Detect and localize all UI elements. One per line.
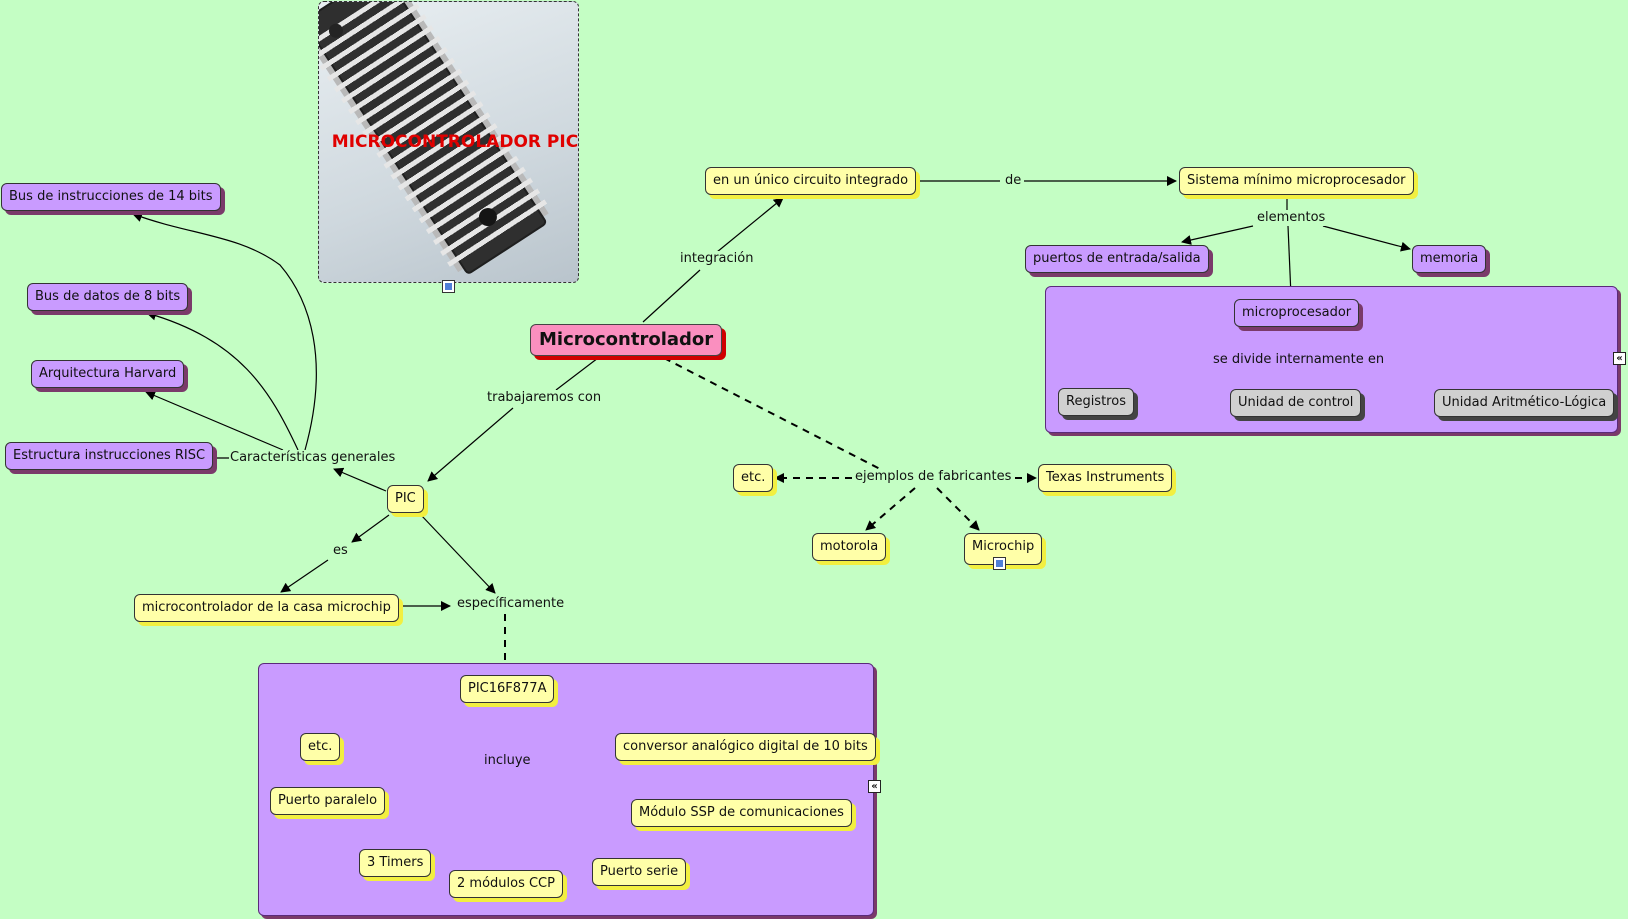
edge-caract-bus14	[132, 212, 317, 451]
edge-main-trabajaremos	[555, 357, 599, 391]
concept-timers[interactable]: 3 Timers	[359, 849, 432, 877]
concept-ssp[interactable]: Módulo SSP de comunicaciones	[631, 799, 852, 827]
concept-pic[interactable]: PIC	[387, 485, 424, 513]
link-trabajaremos: trabajaremos con	[486, 390, 603, 406]
photo-title: MICROCONTROLADOR PIC	[331, 132, 579, 152]
edge-pic-caracteristicas	[333, 467, 387, 492]
concept-puerto-serie[interactable]: Puerto serie	[592, 858, 687, 886]
edge-pic-especificamente	[420, 514, 496, 594]
concept-arquitectura-harvard[interactable]: Arquitectura Harvard	[31, 360, 185, 388]
link-incluye: incluye	[483, 753, 532, 769]
concept-memoria[interactable]: memoria	[1412, 245, 1487, 273]
concept-bus-datos[interactable]: Bus de datos de 8 bits	[27, 283, 189, 311]
edge-main-integracion	[642, 269, 701, 323]
concept-risc[interactable]: Estructura instrucciones RISC	[5, 442, 214, 470]
concept-pic16f877a[interactable]: PIC16F877A	[460, 675, 555, 703]
concept-casa-microchip[interactable]: microcontrolador de la casa microchip	[134, 594, 399, 622]
pic-chip-photo: MICROCONTROLADOR PIC	[318, 1, 579, 283]
concept-conversor[interactable]: conversor analógico digital de 10 bits	[615, 733, 876, 761]
concept-ccp[interactable]: 2 módulos CCP	[449, 870, 563, 898]
concept-etc-fabricantes[interactable]: etc.	[733, 464, 774, 492]
link-especificamente: específicamente	[456, 596, 566, 612]
concept-sistema-minimo[interactable]: Sistema mínimo microprocesador	[1179, 167, 1414, 195]
edge-trabajaremos-pic	[427, 407, 514, 482]
edge-ejemplos-microchip	[936, 487, 980, 531]
concept-texas[interactable]: Texas Instruments	[1038, 464, 1173, 492]
link-de: de	[1004, 173, 1023, 189]
concept-etc-incluye[interactable]: etc.	[300, 733, 341, 761]
edge-ejemplos-motorola	[865, 487, 916, 531]
collapse-icon[interactable]: «	[1613, 352, 1626, 365]
concept-unidad-control[interactable]: Unidad de control	[1230, 389, 1362, 417]
edge-integracion-circuito	[716, 197, 784, 253]
concept-alu[interactable]: Unidad Aritmético-Lógica	[1434, 389, 1615, 417]
concept-bus-instrucciones[interactable]: Bus de instrucciones de 14 bits	[1, 183, 221, 211]
concept-microcontrolador[interactable]: Microcontrolador	[530, 324, 723, 356]
concept-microprocesador[interactable]: microprocesador	[1234, 299, 1360, 327]
link-elementos: elementos	[1256, 210, 1327, 226]
concept-microchip[interactable]: Microchip	[964, 533, 1043, 565]
link-caracteristicas: Características generales	[229, 450, 397, 466]
link-integracion: integración	[679, 251, 755, 267]
edge-main-ejemplos	[663, 357, 883, 471]
concept-puerto-paralelo[interactable]: Puerto paralelo	[270, 787, 386, 815]
edge-es-casa	[280, 559, 329, 593]
link-es: es	[332, 543, 349, 559]
image-icon[interactable]	[442, 280, 455, 293]
document-icon[interactable]	[993, 557, 1006, 570]
concept-circuito-integrado[interactable]: en un único circuito integrado	[705, 167, 917, 195]
link-ejemplos: ejemplos de fabricantes	[854, 469, 1013, 485]
edge-elementos-memoria	[1322, 225, 1411, 252]
link-se-divide: se divide internamente en	[1212, 352, 1386, 368]
collapse-icon[interactable]: «	[868, 780, 881, 793]
edge-elementos-puertos	[1181, 225, 1254, 245]
concept-motorola[interactable]: motorola	[812, 533, 887, 561]
concept-puertos[interactable]: puertos de entrada/salida	[1025, 245, 1209, 273]
concept-registros[interactable]: Registros	[1058, 388, 1134, 416]
edge-pic-es	[351, 514, 390, 543]
